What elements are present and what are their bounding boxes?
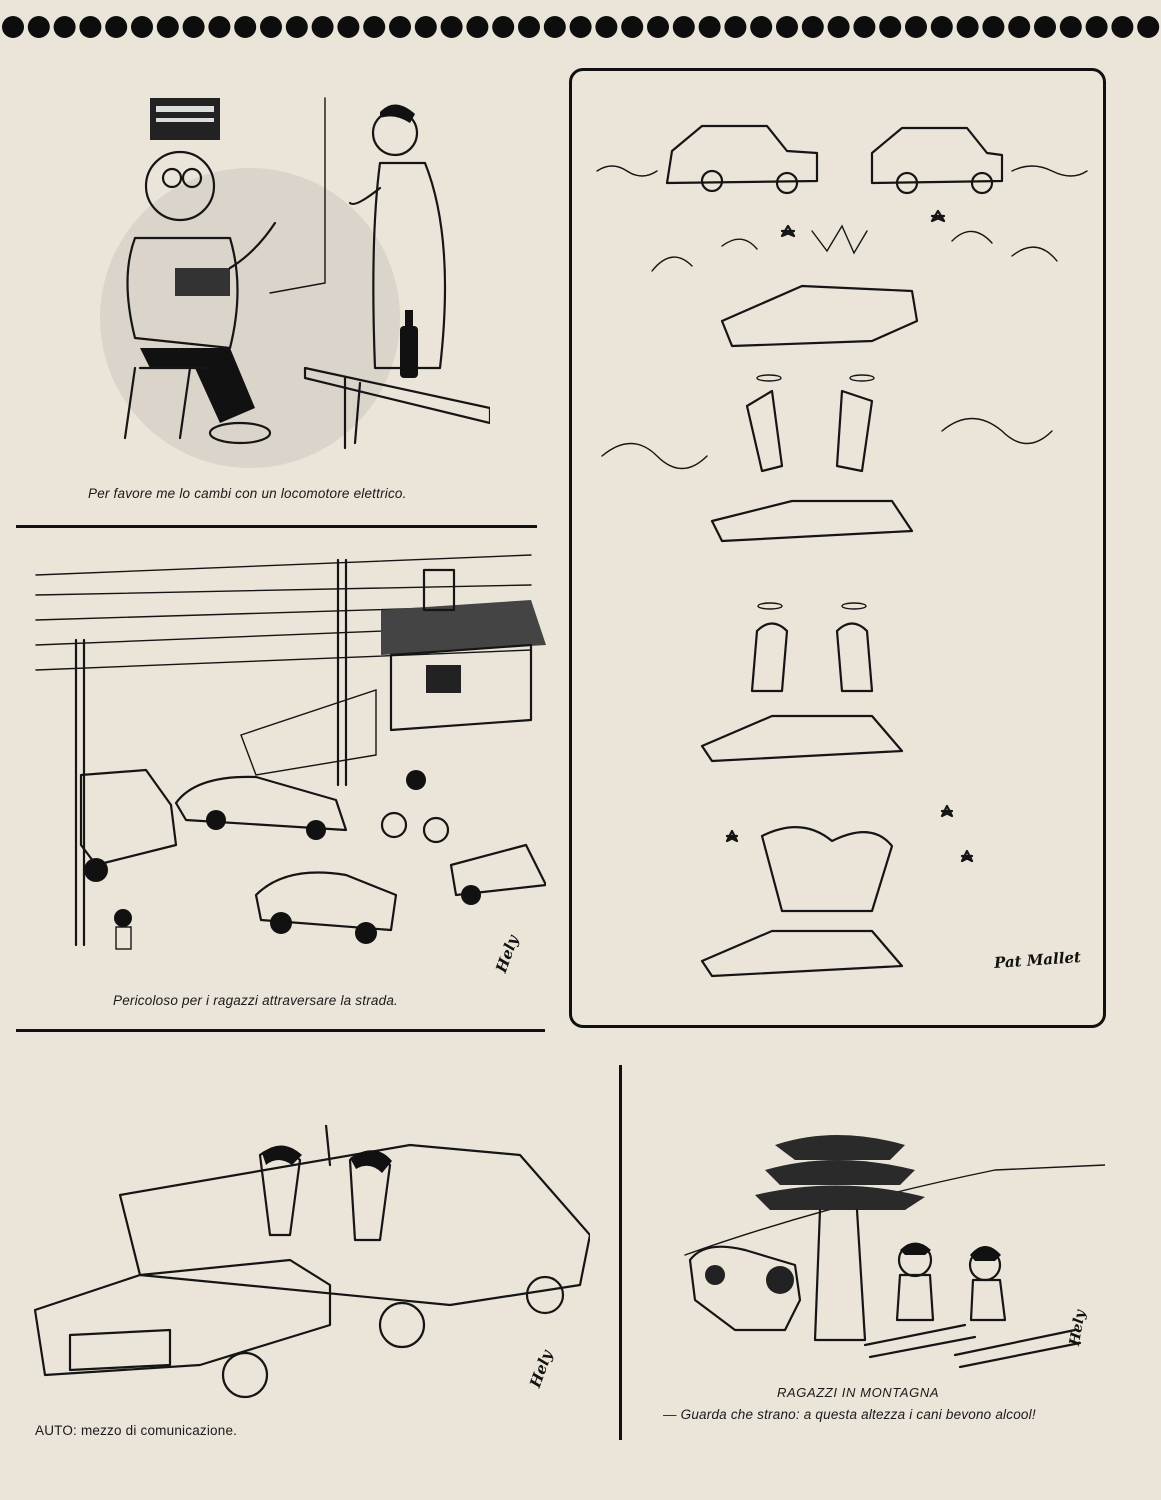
cartoon-crossing	[16, 545, 546, 980]
border-dot	[1111, 16, 1134, 38]
border-dot	[698, 16, 721, 38]
border-dot	[543, 16, 566, 38]
locomotive-drawing	[100, 97, 490, 468]
angels-drawing	[596, 124, 1088, 978]
border-dot	[621, 16, 644, 38]
border-dot	[672, 16, 695, 38]
mountain-title: RAGAZZI IN MONTAGNA	[777, 1385, 940, 1400]
border-dot	[53, 16, 76, 38]
border-dot	[647, 16, 669, 38]
border-dot	[982, 16, 1005, 38]
border-dot	[1008, 16, 1031, 38]
border-dot	[776, 16, 798, 38]
car-caption: AUTO: mezzo di comunicazione.	[35, 1423, 238, 1438]
cartoon-locomotive	[80, 78, 490, 478]
border-dot	[518, 16, 540, 38]
border-dot	[79, 16, 102, 38]
mountain-drawing	[684, 1135, 1105, 1369]
vertical-divider	[619, 1065, 622, 1440]
border-dot	[2, 16, 24, 38]
locomotive-caption: Per favore me lo cambi con un locomotore…	[88, 486, 407, 501]
border-dot	[260, 16, 282, 38]
border-dot	[879, 16, 902, 38]
border-dot	[956, 16, 979, 38]
border-dot	[1034, 16, 1056, 38]
border-dot	[750, 16, 773, 38]
locomotive-divider	[16, 525, 537, 528]
border-dot	[1137, 16, 1160, 38]
border-dot	[905, 16, 927, 38]
car-drawing	[33, 1125, 590, 1399]
border-dot	[569, 16, 592, 38]
mountain-caption: — Guarda che strano: a questa altezza i …	[663, 1407, 1036, 1422]
border-dot	[234, 16, 257, 38]
dotted-border	[2, 16, 1160, 38]
border-dot	[156, 16, 179, 38]
border-dot	[27, 16, 50, 38]
border-dot	[853, 16, 876, 38]
border-dot	[492, 16, 515, 38]
border-dot	[182, 16, 205, 38]
border-dot	[930, 16, 953, 38]
border-dot	[1085, 16, 1108, 38]
border-dot	[363, 16, 386, 38]
crossing-divider	[16, 1029, 545, 1032]
border-dot	[595, 16, 618, 38]
border-dot	[131, 16, 153, 38]
crossing-caption: Pericoloso per i ragazzi attraversare la…	[113, 993, 398, 1008]
border-dot	[389, 16, 411, 38]
border-dot	[105, 16, 128, 38]
border-dot	[724, 16, 747, 38]
border-dot	[827, 16, 850, 38]
crossing-drawing	[35, 554, 546, 950]
cartoon-mountain	[675, 1125, 1105, 1370]
border-dot	[440, 16, 463, 38]
border-dot	[414, 16, 437, 38]
border-dot	[285, 16, 308, 38]
cartoon-car	[30, 1125, 590, 1400]
border-dot	[337, 16, 360, 38]
border-dot	[1059, 16, 1082, 38]
border-dot	[466, 16, 489, 38]
border-dot	[208, 16, 231, 38]
border-dot	[801, 16, 824, 38]
cartoon-angels: Pat Mallet	[569, 68, 1106, 1028]
border-dot	[311, 16, 334, 38]
